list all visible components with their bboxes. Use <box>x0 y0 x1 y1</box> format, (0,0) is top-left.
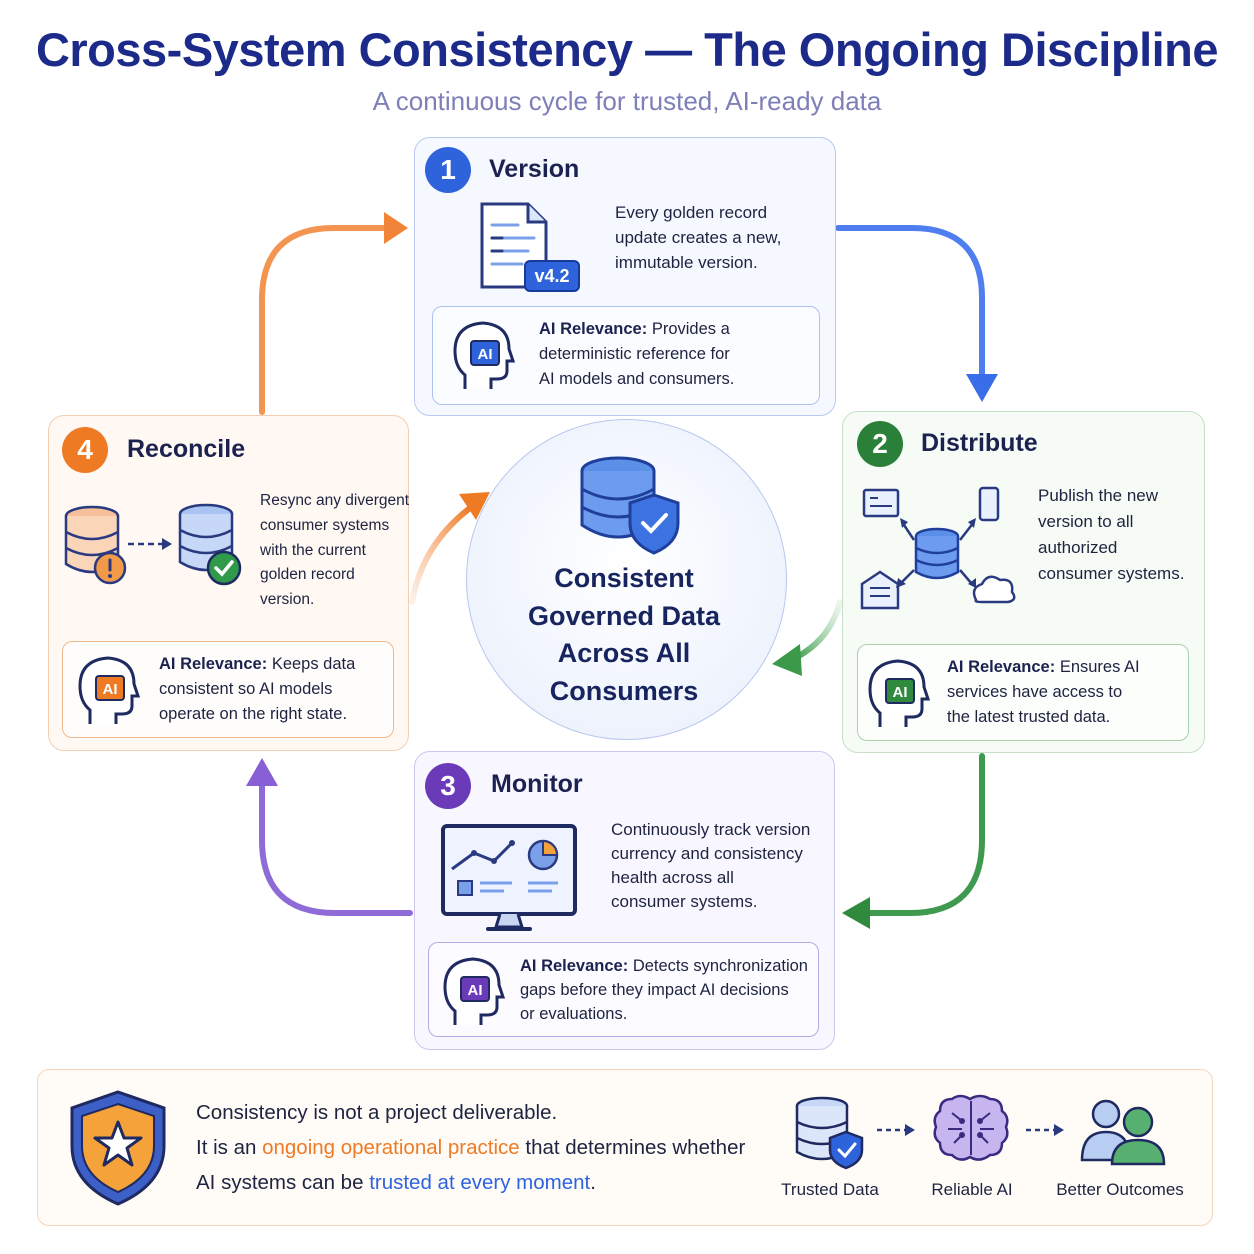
summary-line-3: AI systems can be trusted at every momen… <box>196 1171 596 1194</box>
summary-line-2: It is an ongoing operational practice th… <box>196 1136 746 1159</box>
arrowhead-monitor-to-reconcile <box>246 758 278 786</box>
ai-head-icon: AI <box>868 659 930 727</box>
flow-label-trusted-data: Trusted Data <box>781 1180 879 1199</box>
highlight-ongoing-practice: ongoing operational practice <box>262 1136 520 1159</box>
arrow-reconcile-to-version <box>259 225 389 415</box>
page-subtitle: A continuous cycle for trusted, AI-ready… <box>372 86 882 116</box>
ai-head-icon: AI <box>78 656 140 724</box>
svg-text:AI: AI <box>478 346 493 363</box>
center-label: Consistent Governed Data Across All Cons… <box>490 560 758 710</box>
arrow-distribute-to-monitor <box>865 753 985 916</box>
summary-line-1: Consistency is not a project deliverable… <box>196 1101 558 1124</box>
trusted-database-icon <box>795 1096 864 1170</box>
ai-relevance-text: AI Relevance: Detects synchronization ga… <box>520 957 808 1023</box>
step-description: Resync any divergent consumer systems wi… <box>260 492 410 609</box>
database-sync-icon <box>64 503 242 586</box>
step-description: Publish the new version to all authorize… <box>1038 486 1185 583</box>
arrowhead-reconcile-to-center <box>459 492 490 520</box>
arrowhead-distribute-to-monitor <box>842 897 870 929</box>
arrow-reconcile-to-center <box>409 505 473 605</box>
arrowhead-version-to-distribute <box>966 374 998 402</box>
step-title: Monitor <box>491 770 583 798</box>
ai-head-icon: AI <box>453 321 515 389</box>
database-shield-icon <box>580 456 680 555</box>
step-number-badge: 3 <box>425 763 471 809</box>
center-line: Governed Data <box>527 600 721 631</box>
dashed-arrow-icon <box>877 1124 915 1136</box>
page-title: Cross-System Consistency — The Ongoing D… <box>35 23 1219 76</box>
arrow-monitor-to-reconcile <box>259 783 413 916</box>
step-number-badge: 1 <box>425 147 471 193</box>
shield-star-icon <box>70 1090 166 1206</box>
center-line: Across All <box>557 638 691 668</box>
step-number-badge: 2 <box>857 421 903 467</box>
step-title: Version <box>489 155 580 183</box>
svg-text:AI: AI <box>893 684 908 701</box>
arrow-distribute-to-center <box>792 599 843 661</box>
ai-relevance-text: AI Relevance: Ensures AI services have a… <box>947 658 1140 726</box>
dashboard-monitor-icon <box>441 824 577 931</box>
svg-text:AI: AI <box>468 982 483 999</box>
svg-text:AI: AI <box>103 681 118 698</box>
ai-relevance-text: AI Relevance: Keeps data consistent so A… <box>159 655 356 723</box>
arrow-version-to-distribute <box>835 225 985 381</box>
people-icon <box>1080 1099 1166 1166</box>
flow-label-better-outcomes: Better Outcomes <box>1056 1180 1184 1199</box>
ai-relevance-text: AI Relevance: Provides a deterministic r… <box>539 320 735 388</box>
step-title: Reconcile <box>127 435 246 463</box>
distribution-network-icon <box>860 486 1016 610</box>
dashed-arrow-icon <box>1026 1124 1064 1136</box>
summary-panel <box>37 1069 1213 1226</box>
version-badge: v4.2 <box>524 260 580 292</box>
highlight-trusted-moment: trusted at every moment <box>369 1171 591 1194</box>
arrowhead-distribute-to-center <box>772 644 802 676</box>
center-line: Consistent <box>554 563 694 593</box>
ai-head-icon: AI <box>443 957 505 1025</box>
step-number-badge: 4 <box>62 427 108 473</box>
step-description: Every golden record update creates a new… <box>615 203 782 272</box>
step-description: Continuously track version currency and … <box>611 820 811 911</box>
arrowhead-reconcile-to-version <box>384 212 408 244</box>
flow-label-reliable-ai: Reliable AI <box>931 1180 1013 1199</box>
center-line: Consumers <box>549 675 699 706</box>
brain-icon <box>933 1094 1009 1161</box>
step-title: Distribute <box>921 429 1038 457</box>
